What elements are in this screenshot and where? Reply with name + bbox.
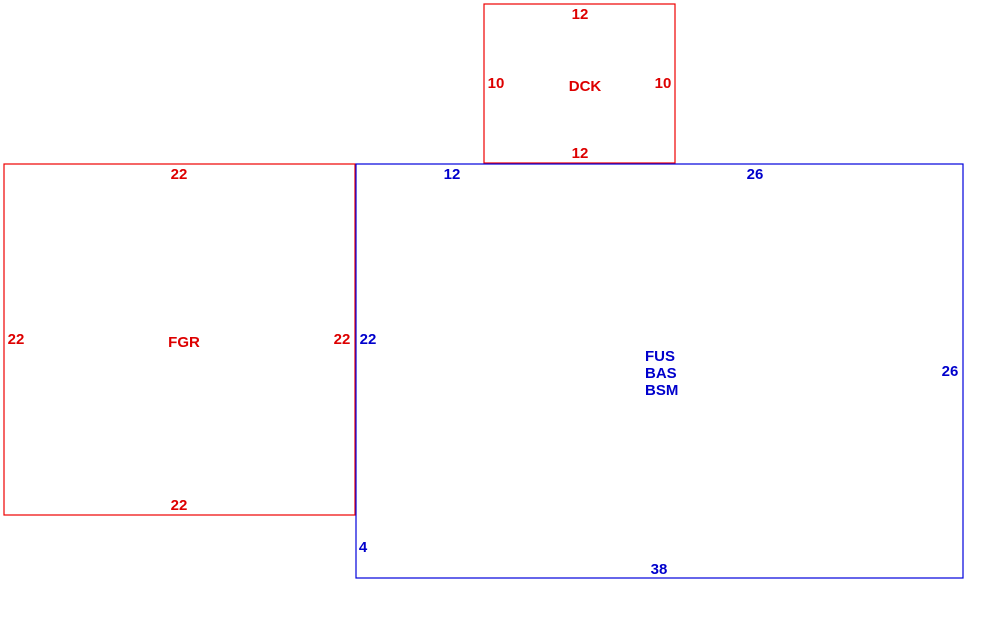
deck-outline xyxy=(483,3,676,164)
deck-right-dimension: 10 xyxy=(655,75,672,92)
house-code-bsm: BSM xyxy=(645,382,678,399)
garage-top-dimension: 22 xyxy=(171,166,188,183)
deck-label: DCK xyxy=(569,78,602,95)
house-outline xyxy=(355,163,964,579)
deck-top-dimension: 12 xyxy=(572,6,589,23)
deck-left-dimension: 10 xyxy=(488,75,505,92)
garage-right-dimension: 22 xyxy=(334,331,351,348)
house-top-left-dimension: 12 xyxy=(444,166,461,183)
garage-label: FGR xyxy=(168,334,200,351)
house-code-bas: BAS xyxy=(645,365,677,382)
garage-outline xyxy=(3,163,356,516)
house-left-lower-dimension: 4 xyxy=(359,539,368,556)
house-right-dimension: 26 xyxy=(942,363,959,380)
house-left-upper-dimension: 22 xyxy=(360,331,377,348)
garage-left-dimension: 22 xyxy=(8,331,25,348)
house-code-fus: FUS xyxy=(645,348,675,365)
deck-bottom-dimension: 12 xyxy=(572,145,589,162)
house-bottom-dimension: 38 xyxy=(651,561,668,578)
house-top-right-dimension: 26 xyxy=(747,166,764,183)
garage-bottom-dimension: 22 xyxy=(171,497,188,514)
